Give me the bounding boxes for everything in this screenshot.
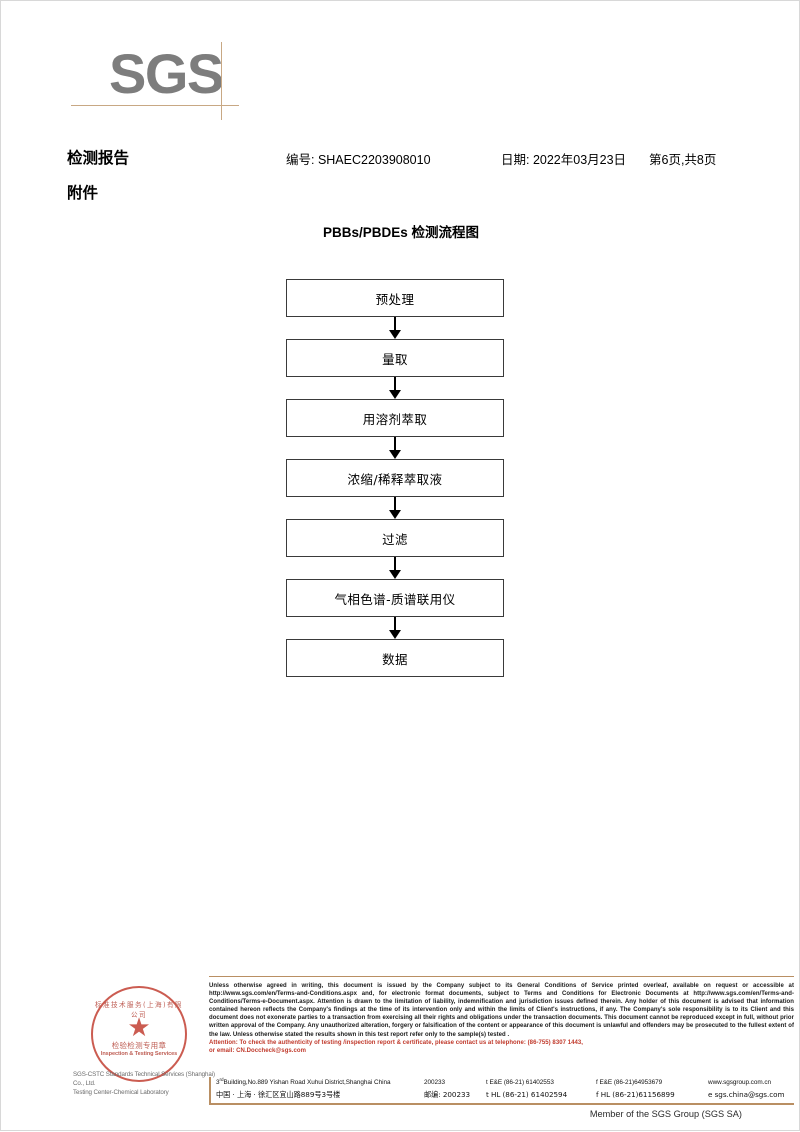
flowchart: 预处理 量取 用溶剂萃取 浓缩/稀释萃取液 过滤: [286, 279, 504, 677]
arrow-head-icon: [389, 330, 401, 339]
page-title: 检测报告: [67, 149, 130, 167]
flowchart-step: 气相色谱-质谱联用仪: [286, 579, 504, 617]
logo-horizontal-rule: [71, 105, 239, 106]
page-number: 第6页,共8页: [649, 153, 717, 167]
address-street-cn: 中国 · 上海 · 徐汇区宜山路889号3号楼: [216, 1090, 341, 1099]
arrow-head-icon: [389, 630, 401, 639]
address-fax-cn: f HL (86-21)61156899: [596, 1090, 675, 1099]
address-street-en: 3rdBuilding,No.889 Yishan Road Xuhui Dis…: [216, 1077, 391, 1087]
arrow-head-icon: [389, 570, 401, 579]
flow-box-pretreatment: 预处理: [286, 279, 504, 317]
flow-box-solvent-extraction: 用溶剂萃取: [286, 399, 504, 437]
address-tel-cn: t HL (86-21) 61402594: [486, 1090, 568, 1099]
star-icon: ★: [127, 1011, 151, 1042]
arrow-shaft: [394, 317, 396, 333]
flow-arrow-5: [286, 557, 504, 579]
document-header: 检测报告 编号: SHAEC2203908010 日期: 2022年03月23日…: [1, 146, 800, 170]
flowchart-step: 数据: [286, 639, 504, 677]
seal-arc-text: 标准技术服务(上海)有限公司: [95, 1001, 183, 1020]
report-date: 日期: 2022年03月23日: [501, 153, 627, 167]
seal-chinese-text: 检验检测专用章: [111, 1040, 167, 1050]
arrow-head-icon: [389, 450, 401, 459]
legal-body: Unless otherwise agreed in writing, this…: [209, 983, 794, 1038]
flow-box-measure: 量取: [286, 339, 504, 377]
flowchart-step: 预处理: [286, 279, 504, 317]
flow-box-filtration: 过滤: [286, 519, 504, 557]
flowchart-title: PBBs/PBDEs 检测流程图: [322, 225, 480, 240]
flowchart-step: 过滤: [286, 519, 504, 557]
seal-company-line-1: SGS-CSTC Standards Technical Services (S…: [73, 1071, 215, 1087]
attachment-label: 附件: [67, 184, 99, 202]
address-zip-cn: 邮编: 200233: [424, 1090, 471, 1099]
flowchart-step: 用溶剂萃取: [286, 399, 504, 437]
attention-line-1: Attention: To check the authenticity of …: [209, 1039, 583, 1046]
flowchart-step: 量取: [286, 339, 504, 377]
arrow-shaft: [394, 557, 396, 573]
flow-arrow-2: [286, 377, 504, 399]
flow-box-data: 数据: [286, 639, 504, 677]
address-fax-en: f E&E (86-21)64953679: [596, 1079, 663, 1087]
arrow-shaft: [394, 497, 396, 513]
flow-box-concentrate-dilute: 浓缩/稀释萃取液: [286, 459, 504, 497]
arrow-head-icon: [389, 510, 401, 519]
flow-arrow-4: [286, 497, 504, 519]
address-website: www.sgsgroup.com.cn: [708, 1079, 771, 1087]
document-footer: 标准技术服务(上海)有限公司 ★ 检验检测专用章 Inspection & Te…: [1, 976, 800, 1132]
arrow-shaft: [394, 377, 396, 393]
report-number: 编号: SHAEC2203908010: [286, 153, 431, 167]
arrow-shaft: [394, 617, 396, 633]
flow-arrow-3: [286, 437, 504, 459]
address-zip-en: 200233: [424, 1079, 446, 1087]
footer-bottom-rule: [209, 1103, 794, 1105]
footer-top-rule: [209, 976, 794, 977]
seal-english-text: Inspection & Testing Services: [100, 1051, 178, 1058]
attention-line-2: or email: CN.Doccheck@sgs.com: [209, 1047, 306, 1054]
address-row-cn: 中国 · 上海 · 徐汇区宜山路889号3号楼 邮编: 200233 t HL …: [216, 1090, 794, 1103]
flow-arrow-6: [286, 617, 504, 639]
seal-company-name: SGS-CSTC Standards Technical Services (S…: [73, 1070, 223, 1097]
flowchart-step: 浓缩/稀释萃取液: [286, 459, 504, 497]
address-block: 3rdBuilding,No.889 Yishan Road Xuhui Dis…: [209, 1077, 794, 1103]
address-tel-en: t E&E (86-21) 61402553: [486, 1079, 554, 1087]
sgs-logo-text: SGS: [109, 42, 224, 105]
legal-disclaimer: Unless otherwise agreed in writing, this…: [209, 982, 794, 1055]
logo-vertical-rule: [221, 42, 222, 120]
seal-ring: 标准技术服务(上海)有限公司 ★ 检验检测专用章 Inspection & Te…: [91, 986, 187, 1082]
company-seal: 标准技术服务(上海)有限公司 ★ 检验检测专用章 Inspection & Te…: [73, 984, 215, 1096]
arrow-shaft: [394, 437, 396, 453]
flow-arrow-1: [286, 317, 504, 339]
flow-box-gcms: 气相色谱-质谱联用仪: [286, 579, 504, 617]
seal-company-line-2: Testing Center-Chemical Laboratory: [73, 1089, 169, 1096]
address-email: e sgs.china@sgs.com: [708, 1090, 785, 1099]
arrow-head-icon: [389, 390, 401, 399]
member-statement: Member of the SGS Group (SGS SA): [589, 1109, 742, 1119]
sgs-logo: SGS: [71, 42, 239, 120]
address-row-en: 3rdBuilding,No.889 Yishan Road Xuhui Dis…: [216, 1077, 794, 1090]
